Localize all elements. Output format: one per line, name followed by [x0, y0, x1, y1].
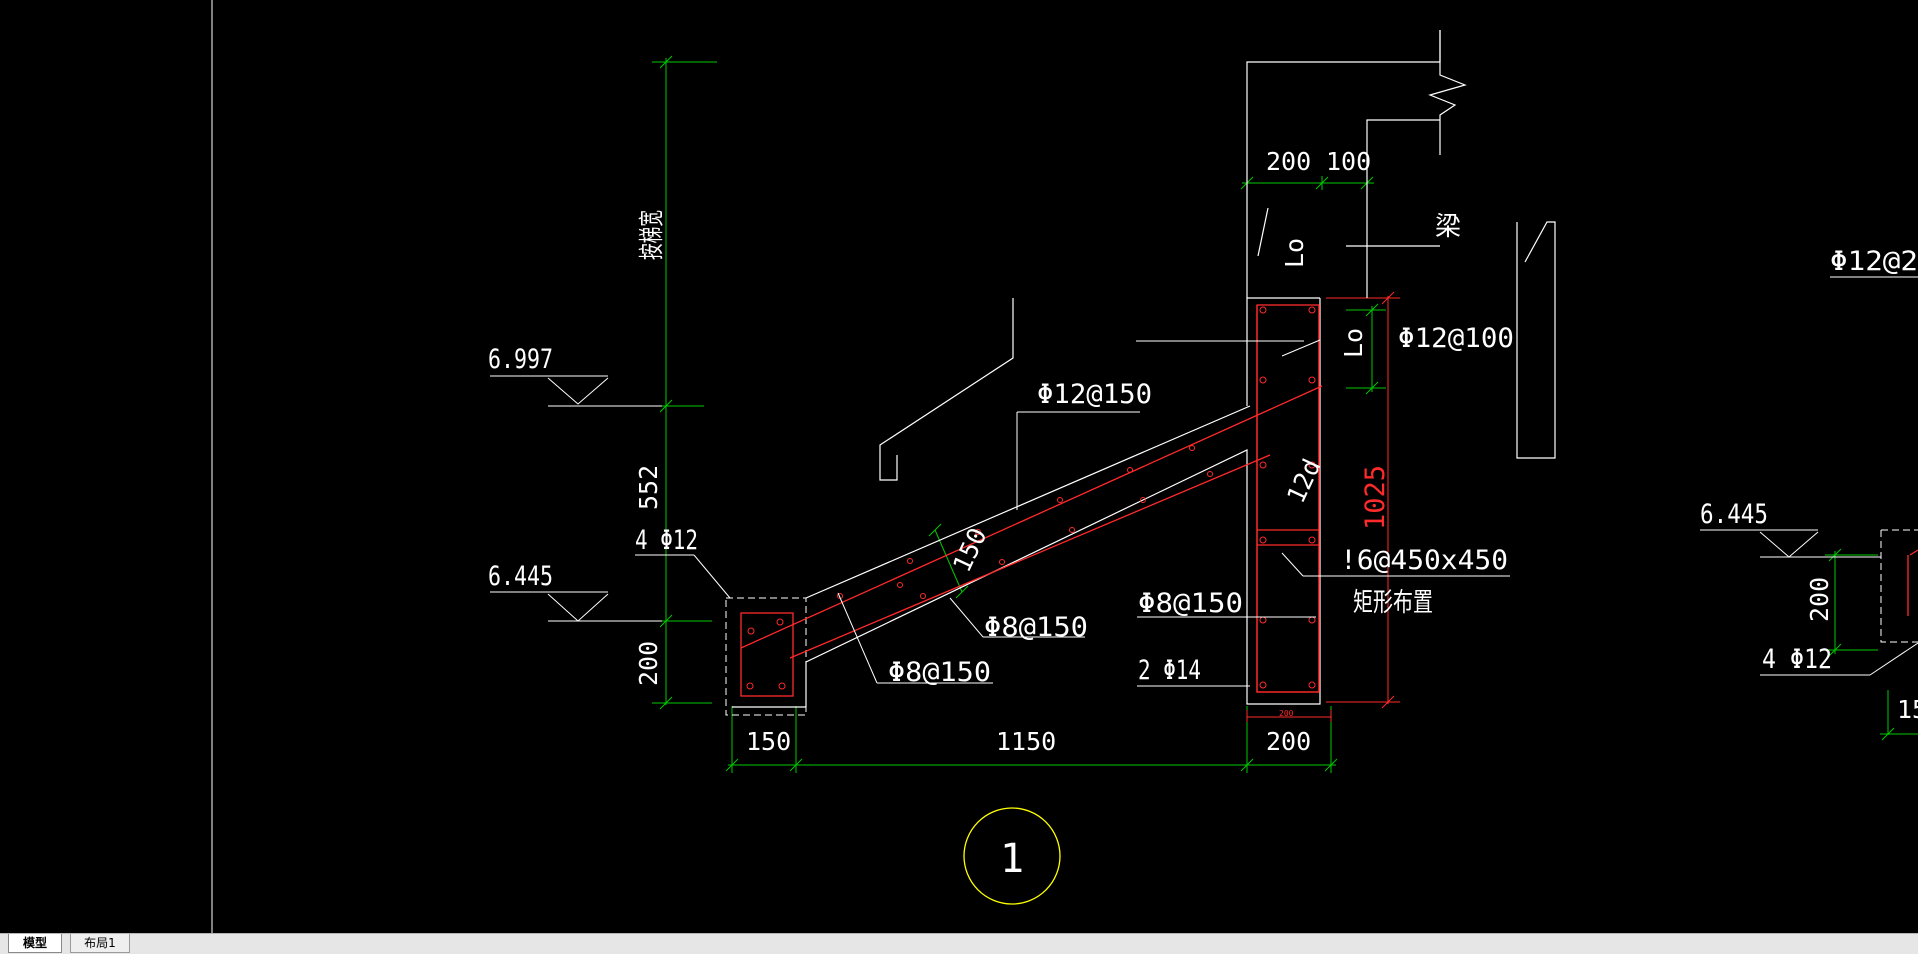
elevation-label-top: 6.997 — [488, 344, 553, 375]
slab-rebar — [740, 304, 1918, 697]
dim-100-top: 100 — [1326, 147, 1371, 176]
dim-200-top: 200 — [1266, 147, 1311, 176]
left-vertical-dimension — [652, 55, 717, 710]
rebar-label-phi8-150-landing: Φ8@150 — [1138, 588, 1243, 619]
cad-drawing: 6.997 6.445 6.445 4 Φ12 4 Φ12 Φ12@150 Φ8… — [211, 0, 1918, 933]
elevation-label-right: 6.445 — [1700, 499, 1768, 530]
rebar-label-2phi14: 2 Φ14 — [1138, 655, 1201, 686]
lo-label-top: Lo — [1280, 238, 1309, 268]
tie-label-6-450: !6@450x450 — [1340, 545, 1508, 576]
elevation-marker-right — [1700, 529, 1881, 558]
right-partial-dimension — [1825, 548, 1918, 741]
elevation-marker-top — [490, 375, 662, 407]
tie-layout-label: 矩形布置 — [1353, 588, 1433, 618]
tab-layout1[interactable]: 布局1 — [70, 934, 130, 953]
rebar-label-4phi12-right: 4 Φ12 — [1762, 644, 1832, 675]
leader-lines — [635, 276, 1918, 687]
lo-label-mid: Lo — [1339, 328, 1368, 358]
dim-200-left: 200 — [634, 641, 663, 686]
rebar-label-phi8-150-mid: Φ8@150 — [984, 612, 1088, 643]
rebar-label-phi12-150: Φ12@150 — [1037, 379, 1152, 410]
rebar-label-phi8-150-low: Φ8@150 — [888, 657, 991, 688]
lo-mid-dimension — [1346, 303, 1386, 395]
rebar-label-phi12-right-partial: Φ12@2 — [1830, 246, 1918, 277]
tab-model[interactable]: 模型 — [8, 934, 62, 953]
dim-552: 552 — [634, 465, 663, 510]
dim-1150: 1150 — [996, 727, 1056, 756]
dim-150-slab: 150 — [947, 523, 992, 576]
elevation-label-mid: 6.445 — [488, 561, 553, 592]
bottom-horizontal-dimension — [725, 706, 1338, 773]
section-circle — [963, 807, 1061, 905]
drawing-viewport[interactable]: 6.997 6.445 6.445 4 Φ12 4 Φ12 Φ12@150 Φ8… — [0, 0, 1918, 933]
dim-15-right-partial: 15 — [1897, 695, 1918, 724]
dim-200-bottom: 200 — [1266, 727, 1311, 756]
dim-150-bottom: 150 — [746, 727, 791, 756]
dim-200-small: 200 — [1279, 709, 1294, 718]
dim-200-right: 200 — [1805, 577, 1834, 622]
rebar-label-phi12-100: Φ12@100 — [1398, 323, 1514, 354]
stair-concrete-outline — [732, 30, 1556, 708]
layout-tab-bar: 模型 布局1 — [0, 933, 1918, 954]
red-dimension-1025 — [1246, 291, 1400, 722]
dim-1025: 1025 — [1360, 465, 1391, 530]
elevation-marker-mid — [490, 591, 662, 622]
top-horizontal-dimension — [1240, 176, 1374, 190]
dashed-bearing-box-left — [725, 297, 1918, 716]
rebar-label-4phi12-left: 4 Φ12 — [635, 525, 698, 556]
beam-label: 梁 — [1435, 212, 1461, 242]
vertical-text-top: 按梯宽 — [637, 210, 666, 260]
section-number: 1 — [1000, 836, 1024, 882]
